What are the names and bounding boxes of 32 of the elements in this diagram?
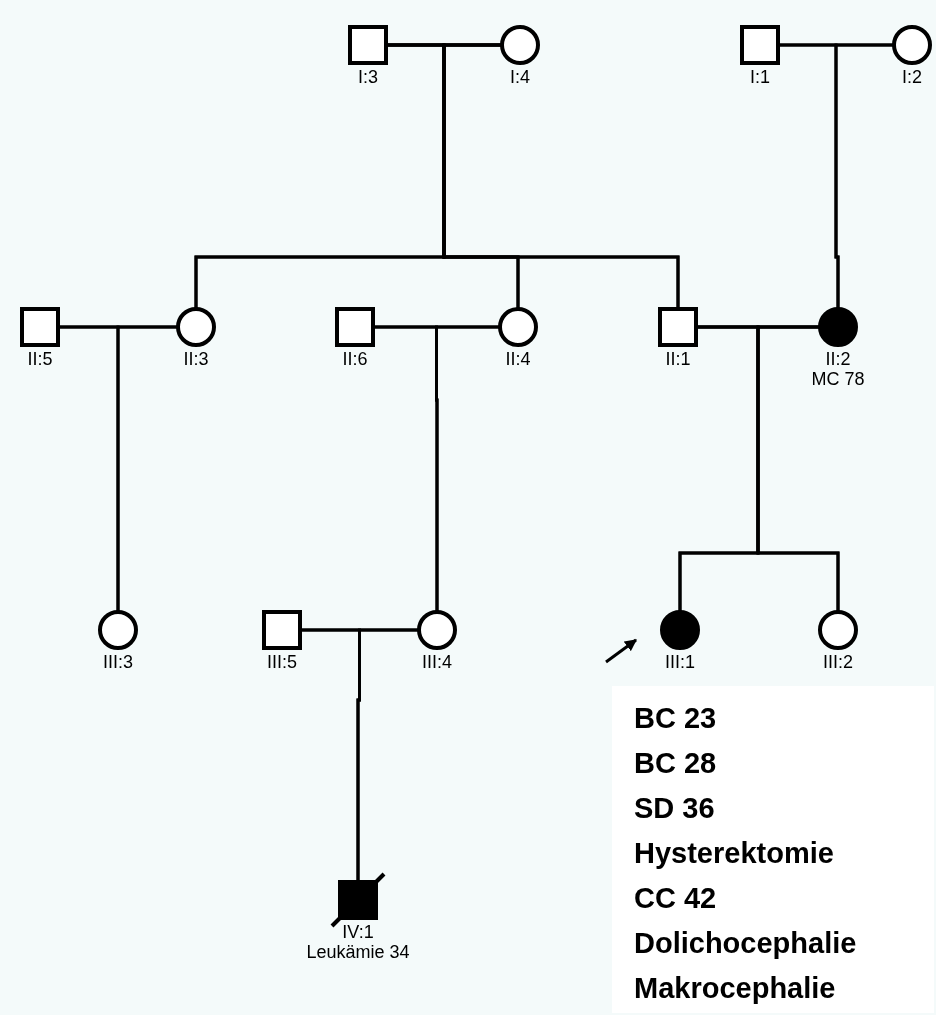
individual-id: II:5: [27, 349, 53, 369]
individual-id: II:3: [183, 349, 209, 369]
individual-id: III:5: [267, 652, 297, 672]
descent-line: [435, 325, 500, 612]
note-text: Leukämie 34: [306, 942, 410, 962]
finding-text: Dolichocephalie: [634, 926, 858, 961]
individual-id: II:6: [342, 349, 368, 369]
individual-id: III:2: [823, 652, 853, 672]
individual-id: I:2: [902, 67, 922, 87]
individual-id: I:3: [358, 67, 378, 87]
individual-id: III:4: [422, 652, 452, 672]
individual-id: I:4: [510, 67, 530, 87]
descent-line: [116, 325, 178, 612]
descent-line: [356, 628, 419, 882]
finding-text: Makrocephalie: [634, 971, 837, 1006]
individual-id: III:3: [103, 652, 133, 672]
finding-text: Hysterektomie: [634, 836, 835, 871]
individual-id: IV:1: [342, 922, 374, 942]
note-text: MC 78: [811, 369, 865, 389]
finding-text: SD 36: [634, 791, 716, 826]
individual-id: I:1: [750, 67, 770, 87]
individual-id: II:4: [505, 349, 531, 369]
individual-id: III:1: [665, 652, 695, 672]
individual-id: II:2: [825, 349, 851, 369]
descent-line: [442, 43, 680, 309]
finding-text: BC 28: [634, 746, 718, 781]
finding-text: CC 42: [634, 881, 718, 916]
descent-line: [756, 325, 840, 612]
finding-text: BC 23: [634, 701, 718, 736]
proband-arrow: [605, 638, 637, 664]
descent-line: [834, 43, 894, 309]
individual-id: II:1: [665, 349, 691, 369]
